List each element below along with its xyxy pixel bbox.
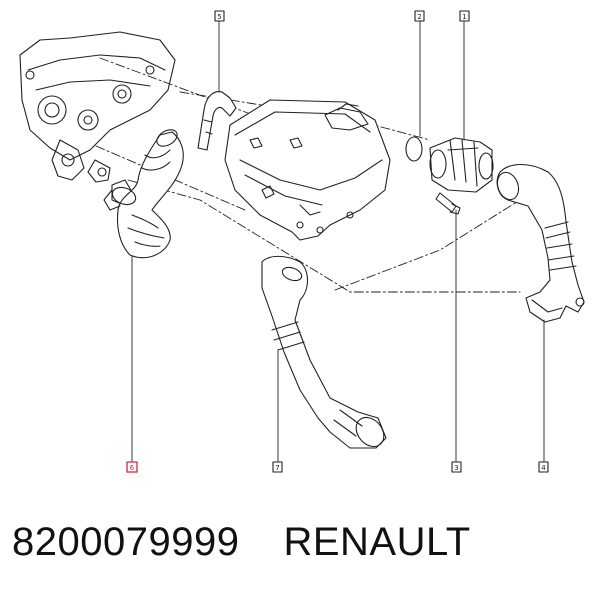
callout-label-6: 6 (130, 464, 135, 472)
callout-6: 6 (126, 461, 138, 473)
air-flow-meter-1 (429, 137, 494, 193)
hose-7 (261, 255, 387, 449)
callout-label-2: 2 (417, 13, 421, 21)
hose-4 (496, 163, 585, 323)
callout-box-7 (272, 461, 283, 473)
callout-box-5 (214, 10, 225, 22)
callout-1: 1 (459, 10, 470, 22)
callout-box-2 (414, 10, 425, 22)
o-ring-2 (405, 136, 423, 162)
callout-box-3 (451, 461, 462, 473)
callout-3: 3 (451, 461, 462, 473)
screw-3 (435, 192, 461, 215)
hose-5 (197, 91, 237, 151)
parts-diagram: 1 2 3 4 5 6 7 (19, 10, 585, 473)
callout-box-4 (538, 461, 549, 473)
callout-5: 5 (214, 10, 225, 22)
brand-name: RENAULT (283, 519, 471, 564)
part-number: 8200079999 (12, 519, 240, 564)
callout-label-5: 5 (217, 13, 221, 21)
callout-box-6 (126, 461, 138, 473)
callout-label-4: 4 (541, 464, 546, 472)
engine-manifold (19, 31, 176, 206)
hose-6 (103, 129, 184, 259)
callout-label-1: 1 (462, 13, 466, 21)
leader-lines (131, 20, 545, 463)
callout-label-3: 3 (454, 464, 458, 472)
callout-label-7: 7 (275, 464, 279, 472)
callout-box-1 (459, 10, 470, 22)
callout-4: 4 (538, 461, 549, 473)
callout-2: 2 (414, 10, 425, 22)
part-caption: 8200079999 RENAULT (12, 514, 471, 570)
air-filter-housing (224, 99, 391, 241)
callout-7: 7 (272, 461, 283, 473)
